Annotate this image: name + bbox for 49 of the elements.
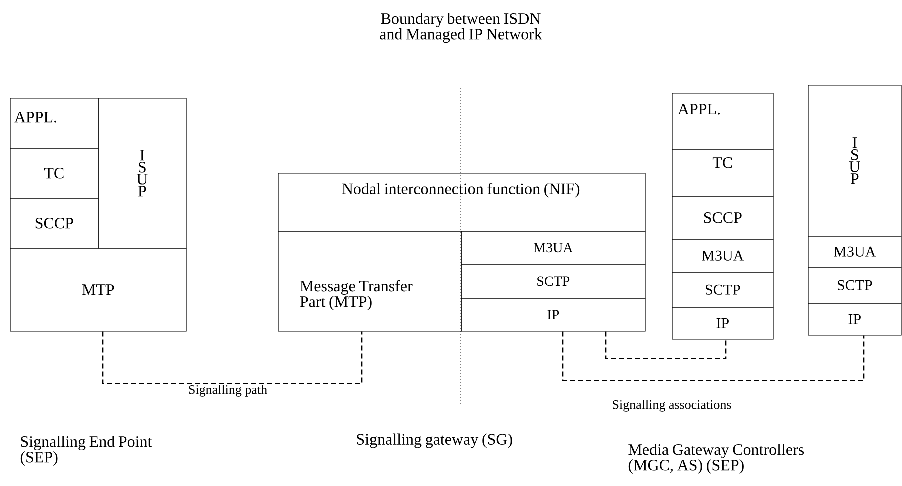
layer-label: I S U P (849, 138, 860, 184)
caption-text: Media Gateway Controllers (MGC, AS) (SEP) (628, 444, 804, 474)
layer-cell (461, 231, 646, 265)
layer-label: M3UA (702, 250, 744, 261)
layer-cell (672, 93, 774, 150)
layer-cell (10, 248, 187, 332)
connector-line (102, 332, 363, 384)
layer-cell (10, 198, 99, 249)
layer-label: SCCP (704, 212, 742, 224)
layer-label: M3UA (534, 243, 574, 253)
layer-label: IP (848, 314, 861, 324)
layer-cell (808, 267, 902, 304)
caption-text: Signalling End Point (SEP) (20, 436, 152, 466)
layer-cell (672, 307, 774, 340)
layer-cell (278, 231, 462, 332)
layer-label: TC (44, 168, 64, 179)
layer-label: IP (716, 318, 729, 328)
edge-label: Signalling path (187, 384, 269, 398)
layer-label: IP (548, 310, 560, 320)
edge-label: Signalling associations (611, 399, 733, 413)
layer-cell (10, 148, 99, 199)
layer-cell (461, 298, 646, 332)
layer-cell (98, 98, 187, 249)
layer-label: M3UA (834, 246, 876, 257)
layer-cell (672, 239, 774, 273)
caption-text: Signalling gateway (SG) (357, 434, 512, 448)
layer-label: SCCP (36, 218, 74, 229)
layer-label: MTP (82, 284, 114, 296)
layer-cell (808, 236, 902, 268)
layer-cell (672, 272, 774, 308)
layer-label: Message Transfer Part (MTP) (300, 280, 413, 310)
connector-line (562, 332, 865, 382)
layer-cell (672, 196, 774, 240)
layer-label: SCTP (538, 276, 570, 286)
connector-line (605, 332, 727, 360)
layer-cell (808, 85, 902, 237)
layer-label: I S U P (136, 150, 148, 197)
layer-label: APPL. (678, 104, 720, 115)
layer-cell (672, 149, 774, 197)
layer-cell (808, 303, 902, 336)
caption-text: Boundary between ISDN and Managed IP Network (380, 12, 542, 44)
layer-cell (461, 264, 646, 299)
layer-label: SCTP (838, 280, 872, 290)
layer-label: APPL. (14, 112, 56, 123)
layer-label: Nodal interconnection function (NIF) (342, 183, 580, 198)
layer-label: TC (712, 158, 732, 168)
layer-cell (10, 98, 99, 149)
layer-cell (278, 173, 646, 232)
layer-label: SCTP (706, 284, 740, 295)
